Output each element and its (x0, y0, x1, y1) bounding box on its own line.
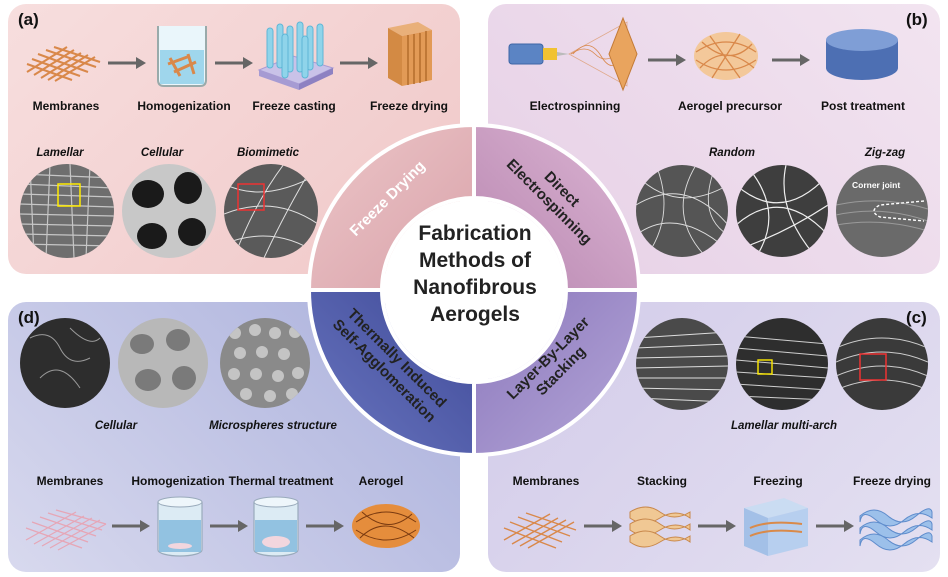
sem-image-lamellar (20, 164, 114, 258)
arrow-icon (698, 520, 736, 532)
arrow-icon (306, 520, 344, 532)
step-caption: Freeze drying (852, 474, 932, 488)
step-caption: Stacking (636, 474, 687, 488)
step-caption: Aerogel precursor (677, 99, 783, 113)
annotation-corner-joint: Corner joint (852, 180, 901, 190)
sem-image-biomimetic (224, 164, 318, 258)
aerogel-icon (352, 504, 420, 548)
center-title-line: Methods of (419, 249, 531, 272)
sem-label: Lamellar (36, 147, 84, 159)
membrane-mesh-icon (25, 509, 107, 551)
sem-image-random-1 (636, 165, 728, 257)
segment-freeze-drying (306, 122, 476, 292)
step-caption: Freeze drying (369, 99, 449, 113)
segment-layer-stacking (472, 288, 642, 458)
sem-image-cellular (122, 164, 216, 258)
sem-image-cellular-d (20, 318, 110, 408)
arrow-icon (215, 57, 253, 69)
step-caption: Homogenization (131, 474, 225, 488)
sem-image-random-2 (736, 165, 828, 257)
panel-label: (b) (906, 10, 928, 29)
sem-label: Biomimetic (237, 147, 299, 159)
sem-image-multi-arch (836, 318, 928, 410)
step-caption: Electrospinning (529, 99, 621, 113)
container-icon (253, 496, 299, 557)
electrospinning-setup-icon (508, 16, 638, 92)
arrow-icon (816, 520, 854, 532)
sem-image-lamellar-2 (736, 318, 828, 410)
membrane-mesh-icon (503, 512, 577, 549)
sem-image-cellular-d2 (118, 318, 208, 408)
sem-label: Zig-zag (864, 147, 906, 159)
container-icon (157, 496, 203, 557)
step-caption: Membranes (36, 474, 104, 488)
panel-label: (a) (18, 10, 39, 29)
aerogel-precursor-icon (694, 32, 758, 80)
freeze-dried-arch-icon (859, 508, 933, 551)
center-title: Fabrication Methods of Nanofibrous Aerog… (380, 220, 570, 328)
sem-label: Cellular (140, 147, 184, 159)
arrow-icon (772, 54, 810, 66)
panel-label: (d) (18, 308, 40, 327)
post-treatment-icon (826, 29, 898, 80)
arrow-icon (112, 520, 150, 532)
arrow-icon (584, 520, 622, 532)
sem-image-microspheres (220, 318, 310, 408)
freeze-dried-block-icon (388, 22, 432, 86)
sem-image-zigzag (836, 165, 928, 257)
arrow-icon (108, 57, 146, 69)
arrow-icon (210, 520, 248, 532)
step-caption: Freezing (753, 474, 803, 488)
step-caption: Homogenization (137, 99, 231, 113)
step-caption: Post treatment (820, 99, 906, 113)
freezing-icon (744, 498, 808, 556)
step-caption: Membranes (32, 99, 100, 113)
sem-label: Cellular (94, 420, 138, 432)
step-caption: Aerogel (358, 474, 404, 488)
step-caption: Thermal treatment (228, 474, 334, 488)
step-caption: Freeze casting (252, 99, 336, 113)
arrow-icon (340, 57, 378, 69)
step-caption: Membranes (512, 474, 580, 488)
panel-label: (c) (906, 308, 927, 327)
sem-label: Lamellar multi-arch (730, 420, 838, 432)
center-title-line: Aerogels (430, 303, 520, 326)
arrow-icon (648, 54, 686, 66)
segment-electrospinning (472, 122, 642, 292)
sem-label: Random (709, 147, 755, 159)
center-title-line: Fabrication (418, 222, 532, 245)
membrane-mesh-icon (26, 46, 101, 82)
beaker-icon (157, 26, 207, 87)
stacking-icon (629, 506, 691, 548)
segment-thermal (306, 288, 476, 458)
freeze-casting-icon (257, 21, 335, 90)
sem-image-lamellar-1 (636, 318, 728, 410)
center-title-line: Nanofibrous (413, 276, 537, 299)
sem-label: Microspheres structure (209, 420, 337, 432)
